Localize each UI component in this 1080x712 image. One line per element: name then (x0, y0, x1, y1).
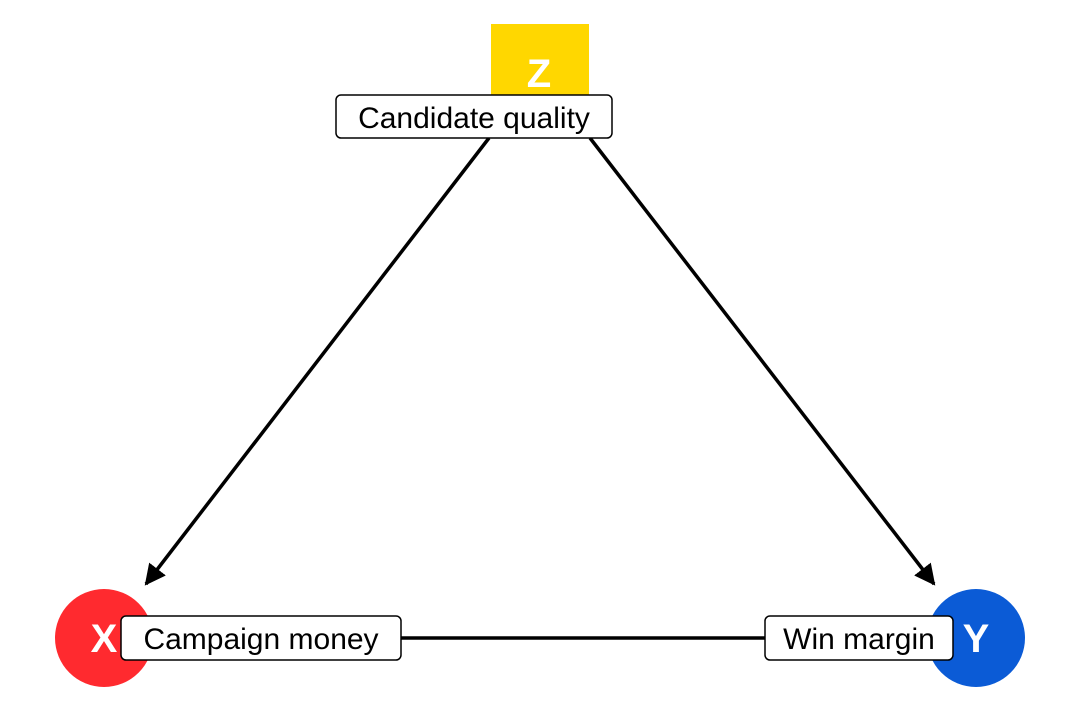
node-y-letter: Y (963, 617, 990, 661)
node-x-label-box (120, 615, 402, 661)
node-y-circle (927, 589, 1025, 687)
node-z-label: Candidate quality (358, 102, 590, 135)
node-x-letter: X (91, 617, 118, 661)
node-y-label: Win margin (783, 623, 935, 656)
edge-z-to-x (144, 136, 491, 586)
node-x-circle (55, 589, 153, 687)
node-z-letter: Z (527, 52, 551, 96)
node-y-label-box (764, 615, 954, 661)
node-x-label: Campaign money (143, 623, 378, 656)
node-z-label-box (335, 94, 613, 139)
edge-z-to-y (588, 136, 936, 586)
